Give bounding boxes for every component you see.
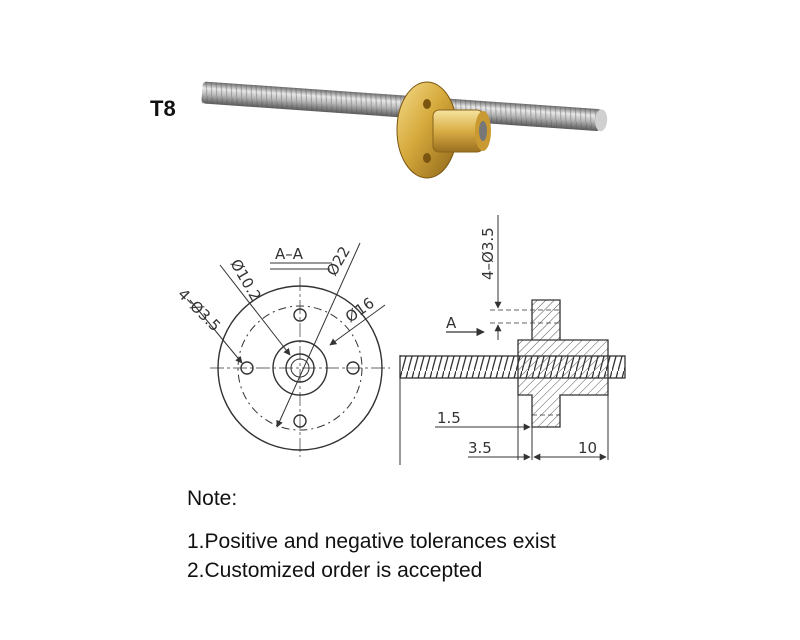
note-item-1: 1.Positive and negative tolerances exist (187, 530, 556, 553)
note-heading: Note: (187, 487, 238, 510)
dim-pcd: Ø16 (342, 294, 378, 326)
dim-side-holes: 4–Ø3.5 (479, 227, 497, 280)
product-label: T8 (150, 96, 176, 121)
dim-mount-holes: 4–Ø3.5 (174, 285, 224, 335)
dim-3-5: 3.5 (468, 439, 492, 457)
dim-1-5: 1.5 (437, 409, 461, 427)
side-view (399, 215, 626, 465)
dim-10: 10 (578, 439, 597, 457)
front-view (189, 242, 390, 457)
note-item-2: 2.Customized order is accepted (187, 559, 483, 582)
dim-outer-diameter: Ø22 (323, 243, 354, 279)
section-marker-a: A (446, 314, 457, 332)
technical-drawing: A–A Ø22 Ø16 Ø10.2 4–Ø3.5 4–Ø3.5 A 1.5 3.… (174, 215, 626, 465)
section-title: A–A (275, 245, 304, 263)
lead-screw-photo (201, 81, 608, 179)
nut-section (517, 339, 609, 428)
brass-nut (396, 81, 491, 179)
